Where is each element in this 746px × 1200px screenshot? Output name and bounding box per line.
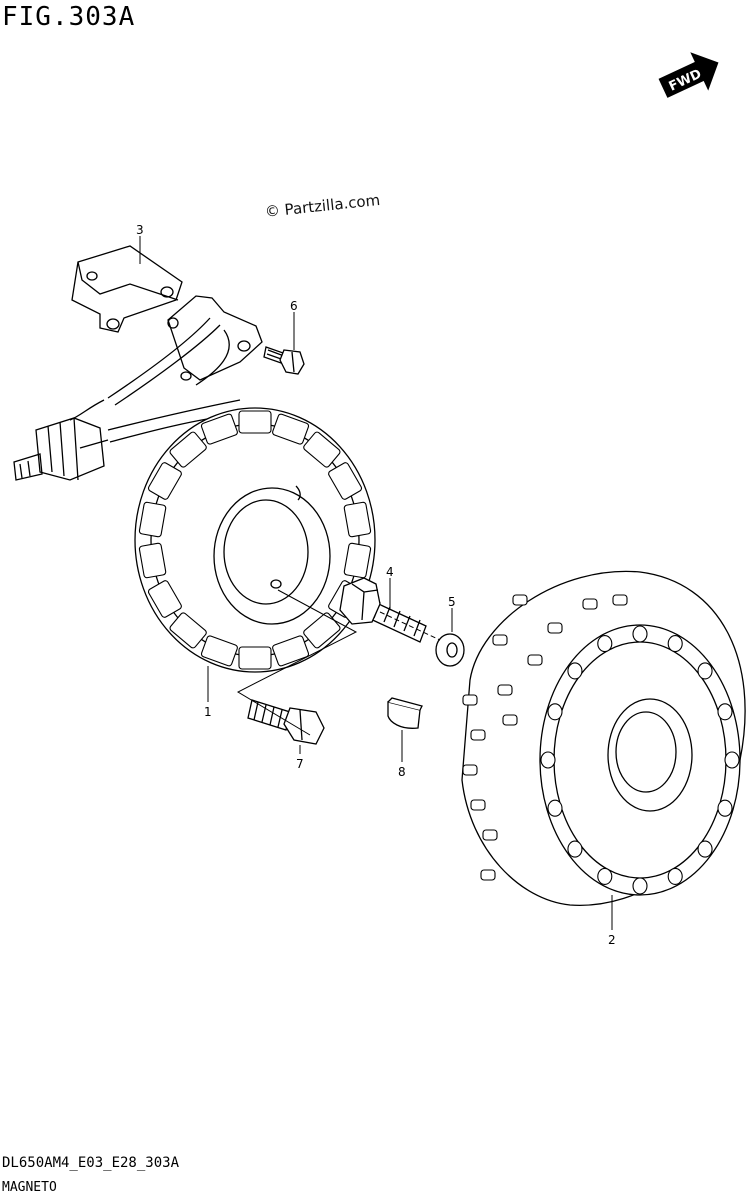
forward-arrow-icon: FWD: [658, 52, 719, 98]
stator-pole: [169, 431, 207, 468]
rotor-hole: [717, 799, 733, 817]
callout-8: 8: [398, 765, 406, 779]
rotor-hole: [547, 703, 563, 721]
rotor-hole: [632, 625, 648, 643]
rotor-hole: [597, 635, 613, 653]
stator-pole: [272, 635, 310, 667]
stator-pole: [328, 462, 363, 500]
rotor-hole: [597, 867, 613, 885]
stator-pole: [147, 580, 182, 618]
callout-leaders: [139, 236, 613, 930]
rotor-slot: [470, 729, 486, 741]
rotor-hole: [567, 662, 583, 680]
figure-title: FIG.303A: [2, 2, 136, 32]
model-code: DL650AM4_E03_E28_303A: [2, 1155, 180, 1171]
rotor-hole: [697, 662, 713, 680]
stator-pole: [238, 646, 272, 670]
callout-4: 4: [386, 565, 394, 579]
callout-2: 2: [608, 933, 616, 947]
stator-pole: [238, 410, 272, 434]
rotor-hole: [667, 635, 683, 653]
callout-7: 7: [296, 757, 304, 771]
rotor-slot: [527, 654, 543, 666]
rotor-hole: [567, 840, 583, 858]
section-name: MAGNETO: [2, 1180, 57, 1195]
rotor-slot: [502, 714, 518, 726]
callout-5: 5: [448, 595, 456, 609]
callout-6: 6: [290, 299, 298, 313]
stator-pole: [169, 612, 207, 649]
screw-part-7: [247, 699, 325, 745]
stator-pole: [138, 542, 167, 579]
assembly-lines: [236, 589, 441, 736]
rotor-slot: [462, 694, 478, 706]
stator-pole: [343, 501, 372, 538]
rotor-hole: [547, 799, 563, 817]
rotor-slot: [482, 829, 498, 841]
rotor-slot: [497, 684, 513, 696]
stator-pole: [200, 413, 238, 445]
rotor-slot: [612, 594, 628, 606]
wire-harness: [13, 295, 263, 481]
rotor-hole: [717, 703, 733, 721]
rotor-hole: [540, 751, 556, 769]
rotor-hole: [697, 840, 713, 858]
washer-part: [435, 633, 465, 667]
rotor-slot: [492, 634, 508, 646]
rotor-hole: [632, 877, 648, 895]
rotor-slot: [470, 799, 486, 811]
rotor-slot: [582, 598, 598, 610]
stator-poles: [138, 410, 372, 670]
stator-pole: [138, 501, 167, 538]
stator-core: [213, 485, 331, 625]
rotor-slot: [462, 764, 478, 776]
bolt-part: [339, 577, 427, 643]
bracket-part: [71, 245, 183, 333]
stator-pole: [200, 635, 238, 667]
rotor-slot: [547, 622, 563, 634]
screw-part-6: [263, 346, 305, 375]
rotor-slot: [512, 594, 528, 606]
rotor-hole: [724, 751, 740, 769]
callout-3: 3: [136, 223, 144, 237]
rotor-slots: [462, 594, 628, 881]
rotor-hole: [667, 867, 683, 885]
callout-1: 1: [204, 705, 212, 719]
stator-pole: [303, 431, 341, 468]
key-part: [387, 697, 423, 729]
rotor-holes: [540, 625, 740, 895]
stator-pole: [147, 462, 182, 500]
stator-pole: [272, 413, 310, 445]
rotor-slot: [480, 869, 496, 881]
stator-pole: [343, 542, 372, 579]
